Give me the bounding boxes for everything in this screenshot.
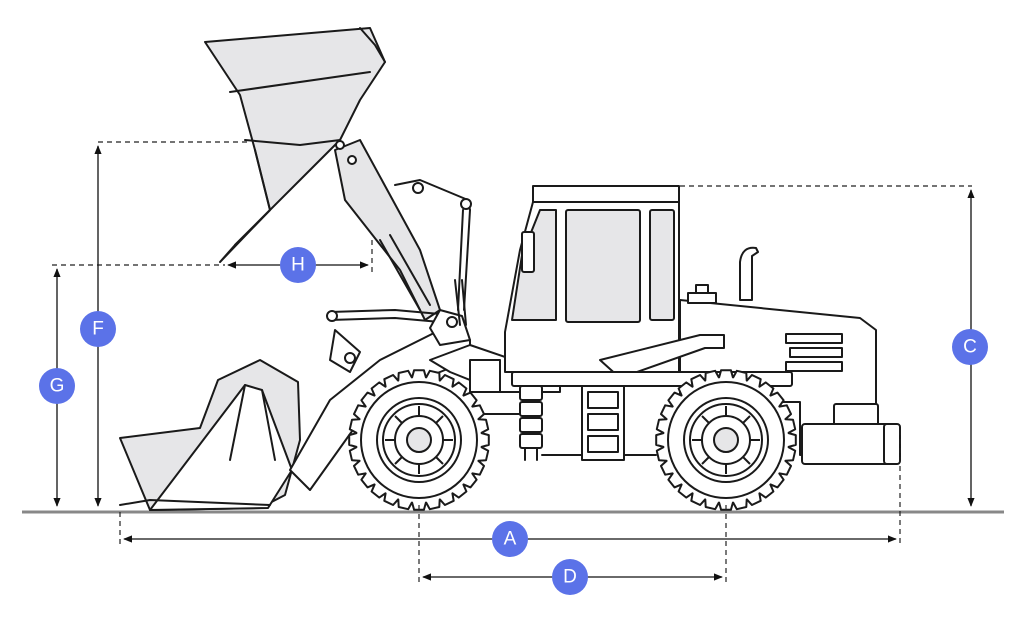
badge-C: C	[952, 329, 988, 365]
front-wheel	[348, 369, 490, 511]
badge-F-label: F	[92, 319, 104, 340]
boom-arm	[289, 279, 471, 491]
badge-D: D	[552, 559, 588, 595]
badge-F: F	[80, 311, 116, 347]
raised-bucket	[204, 27, 386, 263]
badge-A: A	[492, 521, 528, 557]
badge-C-label: C	[963, 337, 977, 358]
badge-D-label: D	[563, 567, 577, 588]
badge-H-label: H	[291, 255, 305, 276]
badge-H: H	[280, 247, 316, 283]
lowered-bucket	[119, 359, 301, 511]
badge-G: G	[39, 368, 75, 404]
loader-body	[429, 185, 901, 465]
raised-boom	[334, 139, 472, 321]
badge-G-label: G	[50, 376, 65, 397]
badge-A-label: A	[504, 529, 517, 550]
rear-wheel	[655, 369, 797, 511]
